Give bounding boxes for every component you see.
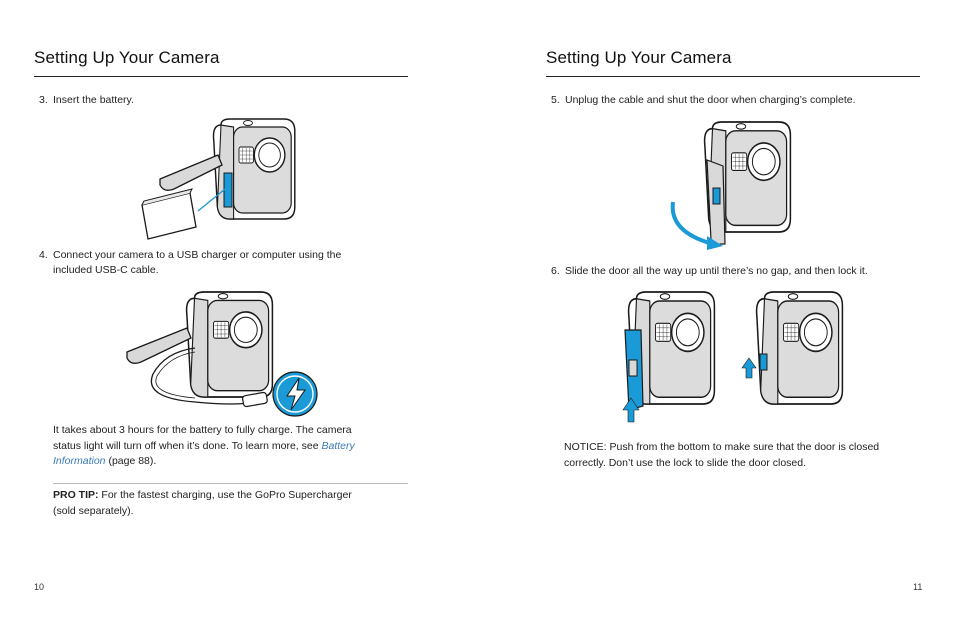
- step-number: 5.: [551, 94, 560, 106]
- charge-note-line-2: status light will turn off when it’s don…: [53, 439, 413, 455]
- left-page: Setting Up Your Camera 3. Insert the bat…: [34, 48, 413, 592]
- charge-note: It takes about 3 hours for the battery t…: [53, 423, 413, 470]
- tip-rule: [53, 483, 408, 484]
- page-number: 10: [34, 582, 45, 592]
- step-number: 6.: [551, 265, 560, 277]
- slide-door-illustration: [622, 291, 844, 423]
- charge-note-line-3: Information (page 88).: [53, 454, 413, 470]
- charging-illustration: [126, 291, 318, 417]
- pro-tip-line-2: (sold separately).: [53, 504, 134, 517]
- step-number: 4.: [39, 249, 48, 261]
- close-door-illustration: [670, 121, 792, 250]
- step-text: Insert the battery.: [53, 94, 134, 106]
- step-text: Slide the door all the way up until ther…: [565, 265, 868, 277]
- charge-note-text: status light will turn off when it’s don…: [53, 439, 322, 452]
- step-text-line-1: Connect your camera to a USB charger or …: [53, 249, 342, 261]
- battery-info-link-cont[interactable]: Information: [53, 455, 106, 467]
- charge-note-line-1: It takes about 3 hours for the battery t…: [53, 424, 352, 436]
- pro-tip: PRO TIP: For the fastest charging, use t…: [53, 488, 413, 519]
- page-number: 11: [913, 582, 923, 592]
- step-text: Unplug the cable and shut the door when …: [565, 94, 856, 106]
- title-rule: [546, 76, 920, 77]
- page-title: Setting Up Your Camera: [34, 48, 220, 67]
- notice-label: NOTICE:: [564, 441, 607, 453]
- notice-line-1: Push from the bottom to make sure that t…: [606, 441, 880, 453]
- pro-tip-line-1: For the fastest charging, use the GoPro …: [98, 489, 352, 501]
- notice-line-2: correctly. Don’t use the lock to slide t…: [564, 456, 807, 469]
- battery-info-link[interactable]: Battery: [321, 439, 355, 452]
- pro-tip-label: PRO TIP:: [53, 489, 99, 501]
- charge-note-suffix: (page 88).: [105, 455, 157, 467]
- title-rule: [34, 76, 408, 77]
- right-page: Setting Up Your Camera 5. Unplug the cab…: [477, 0, 954, 618]
- step-text-line-2: included USB-C cable.: [53, 264, 159, 276]
- step-number: 3.: [39, 94, 48, 106]
- page-title: Setting Up Your Camera: [546, 48, 732, 67]
- insert-battery-illustration: [141, 118, 296, 240]
- notice: NOTICE: Push from the bottom to make sur…: [564, 440, 934, 471]
